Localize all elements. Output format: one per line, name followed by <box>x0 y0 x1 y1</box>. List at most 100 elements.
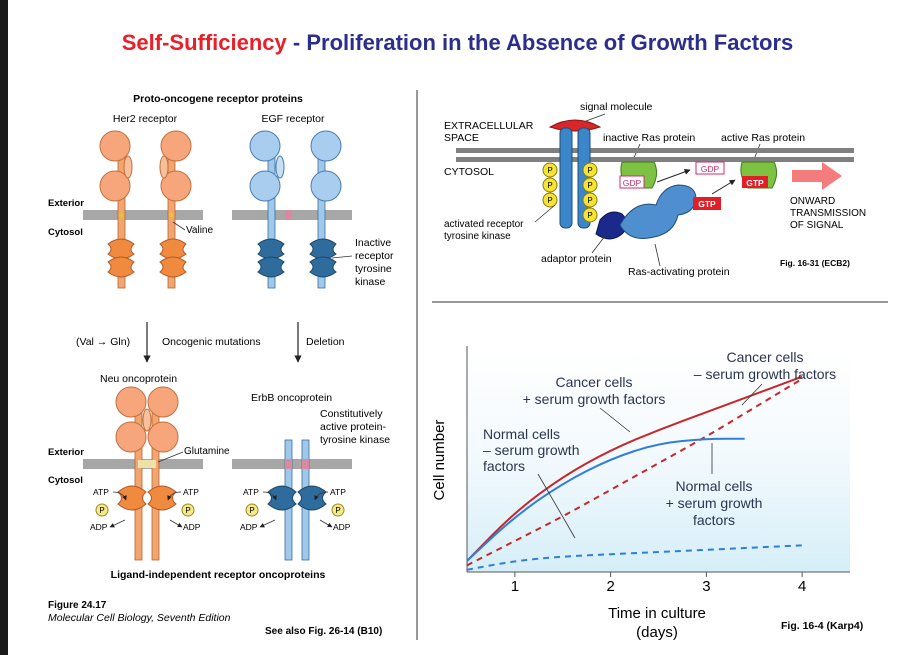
title-part-1: Self-Sufficiency <box>121 30 287 55</box>
cytosol-label-top: Cytosol <box>48 227 83 238</box>
adaptor-label: adaptor protein <box>541 253 612 265</box>
her2-receptor <box>99 130 192 289</box>
annotation-normal-minus: Normal cells – serum growth factors <box>483 426 579 474</box>
erbb-oncoprotein <box>267 439 327 561</box>
onward-line-2: TRANSMISSION <box>790 208 866 219</box>
series-line-2 <box>466 378 803 567</box>
rtk-p-4: P <box>587 166 592 175</box>
onward-arrow <box>792 162 842 190</box>
glutamine-label: Glutamine <box>184 446 230 457</box>
left-edge-bar <box>0 0 8 655</box>
x-tick-label: 3 <box>702 578 710 595</box>
rtk-p-1: P <box>547 166 552 175</box>
erbb-p-left: P <box>249 506 254 515</box>
released-gdp-box <box>695 161 725 175</box>
exterior-label-top: Exterior <box>48 198 84 209</box>
inactive-line-4: kinase <box>355 276 386 288</box>
left-heading: Proto-oncogene receptor proteins <box>133 93 303 105</box>
cancer-plus-line-2: + serum growth factors <box>523 391 666 407</box>
neu-p-left: P <box>99 506 104 515</box>
adaptor-and-gef <box>595 184 697 240</box>
fig-ref-karp4: Fig. 16-4 (Karp4) <box>781 620 863 632</box>
normal-plus-line-1: Normal cells <box>675 478 752 494</box>
erbb-atp-right: ATP <box>330 487 346 497</box>
neu-atp-left: ATP <box>93 487 109 497</box>
rtk-p-6: P <box>587 196 592 205</box>
series-line-3 <box>466 437 745 562</box>
incoming-gtp-box <box>693 197 721 210</box>
annotation-cancer-plus: Cancer cells + serum growth factors <box>523 374 666 407</box>
see-also: See also Fig. 26-14 (B10) <box>265 626 382 637</box>
rtk-p-3: P <box>547 196 552 205</box>
chart-plot-area <box>467 350 850 572</box>
activated-receptor-line-1: activated receptor <box>444 219 524 230</box>
egf-label: EGF receptor <box>261 113 325 125</box>
normal-plus-line-2: + serum growth <box>666 495 763 511</box>
inactive-line-3: tyrosine <box>355 263 392 275</box>
val-gln-label: (Val → Gln) <box>76 336 130 348</box>
valine-label: Valine <box>186 225 213 236</box>
ras-membrane-inner <box>456 157 854 162</box>
deletion-label: Deletion <box>306 336 345 348</box>
onward-line-3: OF SIGNAL <box>790 220 844 231</box>
extracellular-line-2: SPACE <box>444 132 479 144</box>
valine-pointer <box>172 221 186 231</box>
inactive-line-1: Inactive <box>355 237 391 249</box>
onward-line-1: ONWARD <box>790 196 835 207</box>
chart-ylabel: Cell number <box>431 420 448 501</box>
chart-xlabel-line-1: Time in culture <box>608 605 706 622</box>
signal-molecule-label: signal molecule <box>580 101 653 113</box>
membrane-her2 <box>83 210 203 220</box>
x-tick-layer: 1 2 3 4 <box>511 572 806 595</box>
x-tick-label: 1 <box>511 578 519 595</box>
fig-ref-ecb2: Fig. 16-31 (ECB2) <box>780 258 850 268</box>
cancer-plus-line-1: Cancer cells <box>555 374 632 390</box>
active-line-3: tyrosine kinase <box>320 434 390 446</box>
normal-minus-line-2: – serum growth <box>483 442 579 458</box>
released-gdp: GDP <box>701 164 720 174</box>
annotation-cancer-minus: Cancer cells – serum growth factors <box>694 349 836 382</box>
slide-title: Self-Sufficiency - Proliferation in the … <box>0 30 915 56</box>
neu-adp-left: ADP <box>90 522 108 532</box>
active-ras-label: active Ras protein <box>721 132 805 144</box>
neu-phospho-labels: ATP ATP P P ADP ADP <box>90 487 201 532</box>
active-kinase-label: Constitutively active protein- tyrosine … <box>320 408 390 446</box>
inactive-ras: GDP <box>619 161 658 189</box>
glutamine-pointer <box>157 451 184 463</box>
series-layer <box>466 375 803 571</box>
ras-activating-label: Ras-activating protein <box>628 266 730 278</box>
normal-plus-line-3: factors <box>693 512 735 528</box>
neu-label: Neu oncoprotein <box>100 373 177 385</box>
erbb-adp-left: ADP <box>240 522 258 532</box>
series-line-4 <box>466 544 803 571</box>
egf-receptor <box>249 130 342 289</box>
inactive-line-2: receptor <box>355 250 394 262</box>
rtk-p-2: P <box>547 181 552 190</box>
annotation-normal-plus: Normal cells + serum growth factors <box>666 478 763 528</box>
series-line-1 <box>466 375 803 562</box>
x-tick-label: 4 <box>798 578 806 595</box>
neu-oncoprotein <box>115 386 179 561</box>
oncogenic-mutations-label: Oncogenic mutations <box>162 336 261 348</box>
her2-label: Her2 receptor <box>113 113 178 125</box>
left-panel: Proto-oncogene receptor proteins Her2 re… <box>48 93 394 637</box>
neu-adp-right: ADP <box>183 522 201 532</box>
extracellular-line-1: EXTRACELLULAR <box>444 120 534 132</box>
inactive-gdp: GDP <box>623 178 642 188</box>
inactive-pointer <box>331 255 353 259</box>
x-tick-label: 2 <box>606 578 614 595</box>
inactive-ras-label: inactive Ras protein <box>603 132 695 144</box>
ras-membrane-outer <box>456 148 854 153</box>
exterior-label-bottom: Exterior <box>48 447 84 458</box>
erbb-adp-right: ADP <box>333 522 351 532</box>
erbb-p-right: P <box>335 506 340 515</box>
title-dash: - <box>286 30 307 55</box>
title-part-2: Proliferation in the Absence of Growth F… <box>306 30 794 55</box>
active-line-2: active protein- <box>320 421 386 433</box>
rtk-p-5: P <box>587 181 592 190</box>
ras-cytosol-label: CYTOSOL <box>444 166 494 178</box>
chart-xlabel-line-2: (days) <box>636 624 678 641</box>
normal-minus-line-3: factors <box>483 458 525 474</box>
